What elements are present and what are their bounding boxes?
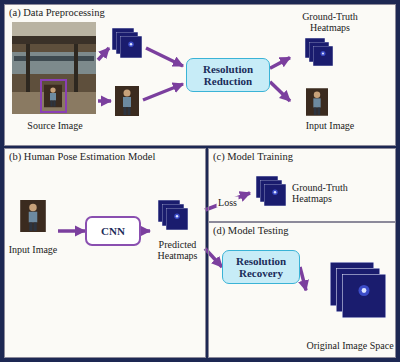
- image-caption: Ground-Truth Heatmaps: [290, 8, 370, 36]
- flow-arrow: [146, 48, 183, 66]
- heatmap-stack: [158, 200, 188, 230]
- panel-heading: (d) Model Testing: [213, 225, 288, 238]
- photo-train: [12, 52, 96, 74]
- edge-label: Loss: [216, 196, 239, 207]
- image-block: Original Image Space: [306, 258, 394, 356]
- flow-arrow: [141, 229, 150, 233]
- flow-arrow: [143, 84, 183, 100]
- panel-ground: [4, 4, 396, 146]
- process-box: Resolution Recovery: [222, 250, 300, 284]
- stage-panel: (b) Human Pose Estimation ModelInput Ima…: [4, 148, 206, 358]
- model-box: CNN: [85, 216, 141, 246]
- flow-arrow: [300, 267, 306, 290]
- image-caption: Ground-Truth Heatmaps: [292, 170, 382, 216]
- heatmap: [342, 274, 386, 318]
- preprocess-arrows: [98, 48, 183, 101]
- image-caption: Input Image: [8, 236, 58, 264]
- input-image: [306, 88, 328, 116]
- image-block: Ground-Truth Heatmaps: [290, 8, 370, 70]
- panel-heading: (c) Model Training: [213, 151, 293, 164]
- panel-ground: [208, 148, 396, 222]
- heatmap-stack: [256, 176, 286, 206]
- heatmap: [264, 184, 286, 206]
- image-block: Input Image: [8, 196, 58, 266]
- input-image: [20, 200, 46, 232]
- box-label: Resolution Recovery: [223, 255, 299, 279]
- flow-arrow: [270, 82, 290, 101]
- crop-highlight: [41, 80, 66, 112]
- photo-sky: [12, 22, 96, 36]
- photo-column: [74, 44, 78, 92]
- stage-panel: (d) Model TestingResolution RecoveryOrig…: [208, 222, 396, 358]
- flow-arrow: [205, 193, 250, 210]
- heatmap: [120, 36, 142, 58]
- source-photo: [12, 22, 96, 114]
- photo-roof: [12, 36, 96, 44]
- flow-arrow: [98, 99, 111, 103]
- image-caption: Input Image: [290, 118, 370, 134]
- image-caption: Predicted Heatmaps: [150, 236, 205, 264]
- photo-person: [44, 85, 62, 108]
- stage-panel: (a) Data PreprocessingSource Image Resolu…: [4, 4, 396, 146]
- box-label: CNN: [101, 225, 125, 237]
- panel-ground: [208, 222, 396, 358]
- flow-arrow: [98, 48, 109, 60]
- heatmap-stack: [330, 262, 386, 318]
- image-caption: Original Image Space: [306, 338, 394, 354]
- box-label: Resolution Reduction: [187, 63, 269, 87]
- heatmap: [313, 46, 333, 66]
- image-block: Predicted Heatmaps: [150, 196, 205, 266]
- flow-arrow: [58, 229, 85, 233]
- panel-ground: [4, 148, 206, 358]
- heatmap-stack: [112, 28, 142, 58]
- image-block: Input Image: [290, 86, 370, 136]
- heatmap: [166, 208, 188, 230]
- image-caption: Source Image: [10, 118, 100, 134]
- panel-heading: (a) Data Preprocessing: [9, 7, 105, 20]
- stage-panel: (c) Model TrainingGround-Truth Heatmaps: [208, 148, 396, 222]
- flow-arrow: [270, 58, 290, 69]
- image-block: Ground-Truth Heatmaps: [250, 170, 382, 216]
- photo-column: [26, 44, 30, 92]
- heatmap-stack: [305, 38, 333, 66]
- panel-heading: (b) Human Pose Estimation Model: [9, 151, 155, 164]
- cropped-image: [115, 86, 139, 116]
- photo-ground: [12, 22, 96, 114]
- process-box: Resolution Reduction: [186, 58, 270, 92]
- image-block: Source Image: [10, 20, 100, 136]
